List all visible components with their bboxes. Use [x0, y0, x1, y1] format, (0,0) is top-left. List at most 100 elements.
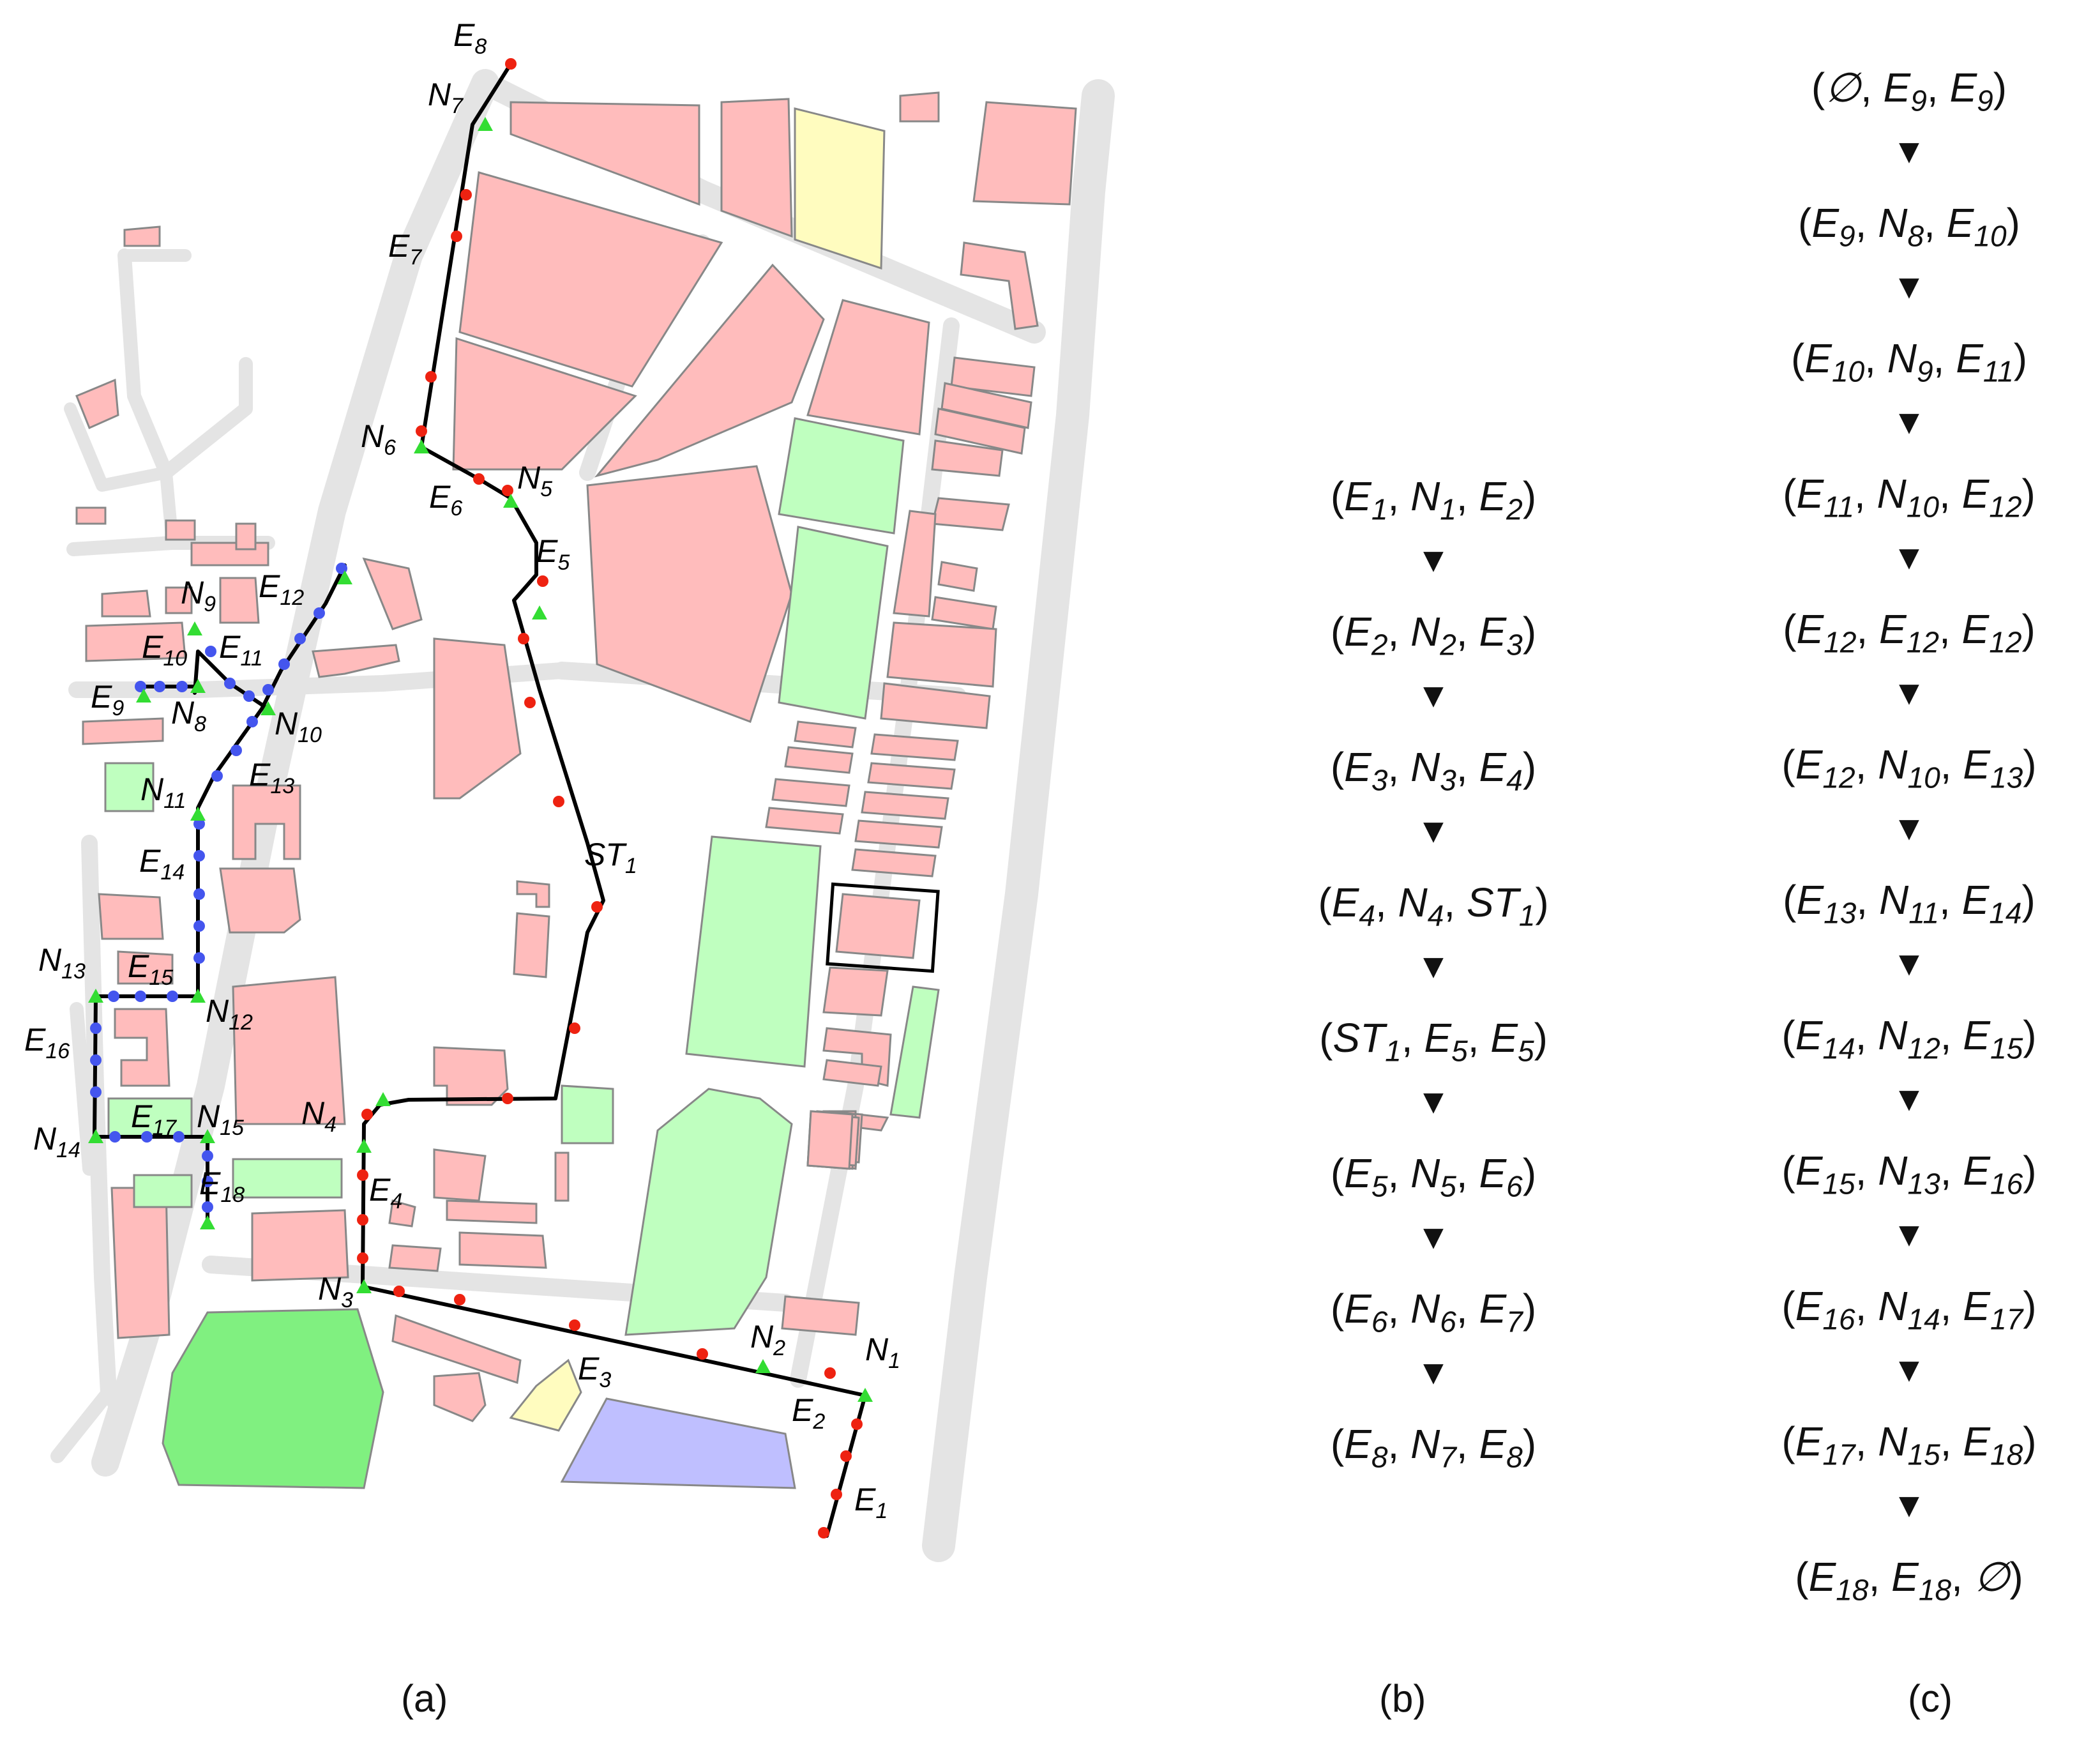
gps-point	[416, 425, 427, 437]
building	[794, 107, 886, 270]
road	[922, 79, 1115, 1562]
label-n12: N12	[206, 993, 253, 1035]
gps-point	[90, 1022, 102, 1034]
sequence-term: E11	[1796, 471, 1854, 524]
sequence-item: (E6, N6, E7)	[1330, 1286, 1537, 1339]
gps-point	[224, 678, 236, 689]
gps-point	[193, 920, 205, 932]
building	[219, 577, 260, 624]
gps-point	[818, 1527, 829, 1538]
sequence-item: (E17, N15, E18)	[1781, 1418, 2037, 1471]
caption-a: (a)	[401, 1677, 448, 1720]
sequence-term: E16	[1963, 1148, 2023, 1201]
gps-point	[473, 473, 485, 485]
building	[101, 589, 151, 618]
building	[388, 1244, 442, 1272]
sequence-c: (∅, E9, E9)▼(E9, N8, E10)▼(E10, N9, E11)…	[1718, 0, 2100, 1755]
gps-point	[108, 991, 119, 1002]
building	[950, 356, 1036, 397]
label-e12: E12	[259, 568, 304, 610]
gps-point	[176, 681, 188, 692]
label-n14: N14	[33, 1121, 80, 1162]
map-buildings	[75, 91, 1077, 1489]
sequence-arrow: ▼	[1892, 132, 1926, 171]
building	[854, 819, 943, 849]
gps-point	[141, 1131, 153, 1143]
sequence-arrow: ▼	[1892, 945, 1926, 983]
sequence-arrow: ▼	[1892, 268, 1926, 306]
gps-point	[90, 1086, 102, 1098]
building	[133, 1174, 193, 1208]
building	[861, 791, 949, 820]
node-marker	[356, 1139, 372, 1153]
label-e14: E14	[139, 843, 185, 885]
building	[778, 526, 889, 720]
gps-point	[278, 658, 290, 670]
gps-point	[524, 697, 536, 708]
gps-point	[831, 1489, 842, 1500]
sequence-item: (E8, N7, E8)	[1330, 1421, 1537, 1474]
gps-point	[90, 1054, 102, 1066]
sequence-term: N10	[1878, 741, 1940, 794]
sequence-term: E9	[1811, 200, 1855, 253]
building	[594, 263, 825, 478]
label-n8: N8	[171, 695, 206, 736]
building	[960, 241, 1039, 330]
label-e10: E10	[142, 629, 187, 671]
label-n4: N4	[301, 1095, 336, 1137]
sequence-arrow: ▼	[1416, 947, 1451, 985]
sequence-term: E14	[1961, 877, 2022, 930]
sequence-term: N14	[1878, 1283, 1940, 1336]
building	[931, 497, 1010, 531]
building	[513, 912, 550, 978]
sequence-term: N1	[1410, 473, 1456, 526]
label-e15: E15	[128, 948, 173, 990]
label-e1: E1	[854, 1482, 888, 1523]
building	[972, 101, 1077, 206]
sequence-term: E2	[1344, 609, 1388, 662]
sequence-term: ST1	[1466, 879, 1536, 932]
road	[50, 1385, 128, 1463]
label-e16: E16	[24, 1022, 70, 1063]
label-n9: N9	[181, 575, 216, 616]
sequence-term: E12	[1879, 606, 1939, 659]
sequence-arrow: ▼	[1416, 541, 1451, 579]
sequence-term: N8	[1878, 200, 1924, 253]
gps-point	[246, 716, 258, 727]
building	[123, 225, 161, 247]
gps-point	[202, 1150, 213, 1162]
label-e2: E2	[792, 1392, 825, 1434]
sequence-arrow: ▼	[1416, 1353, 1451, 1392]
label-n13: N13	[38, 942, 86, 984]
node-marker	[532, 605, 547, 619]
building	[362, 557, 423, 630]
label-n7: N7	[428, 77, 464, 118]
building	[433, 1372, 487, 1422]
building	[720, 98, 793, 238]
building	[433, 637, 522, 800]
sequence-term: ∅	[1825, 65, 1861, 110]
building	[934, 407, 1026, 455]
building	[870, 733, 959, 761]
label-n6: N6	[361, 418, 396, 460]
gps-point	[154, 681, 165, 692]
sequence-item: (E16, N14, E17)	[1781, 1283, 2037, 1336]
gps-point	[193, 888, 205, 900]
sequence-term: E3	[1479, 609, 1523, 662]
sequence-item: (E1, N1, E2)	[1330, 473, 1537, 526]
sequence-term: E8	[1479, 1421, 1523, 1474]
sequence-term: E12	[1796, 606, 1857, 659]
gps-point	[313, 607, 325, 619]
sequence-arrow: ▼	[1892, 538, 1926, 577]
gps-point	[211, 770, 223, 782]
gps-point	[553, 796, 564, 807]
gps-point	[202, 1201, 213, 1213]
label-n11: N11	[140, 771, 186, 813]
sequence-item: (E2, N2, E3)	[1330, 609, 1537, 662]
sequence-term: E2	[1479, 473, 1523, 526]
sequence-term: E17	[1963, 1283, 2023, 1336]
sequence-arrow: ▼	[1892, 1215, 1926, 1254]
building	[190, 542, 269, 566]
building	[561, 1084, 614, 1144]
